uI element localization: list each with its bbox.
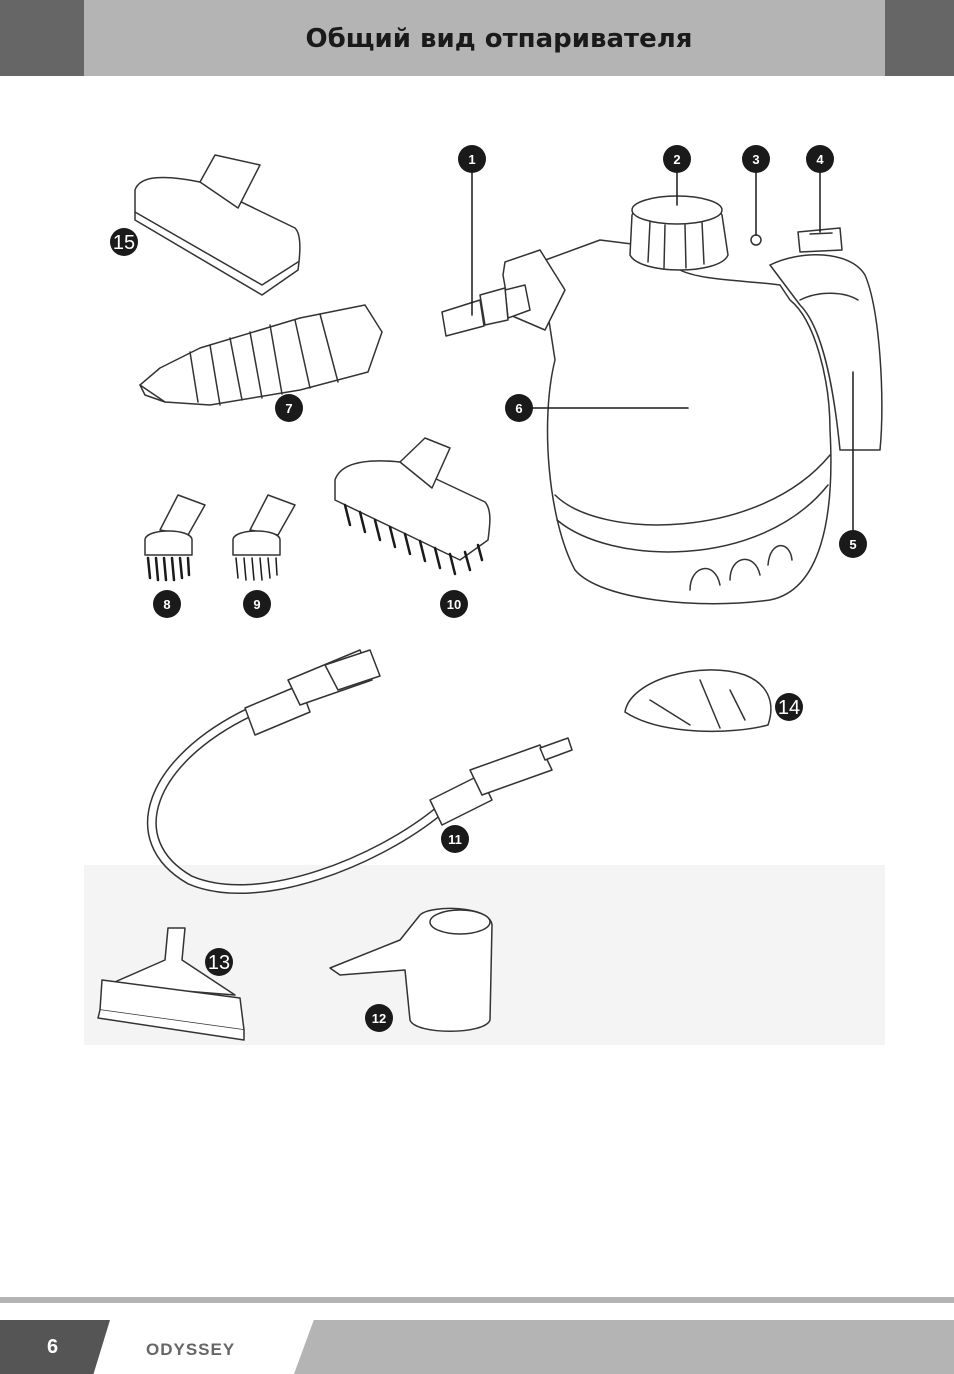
steamer-handle: [769, 254, 883, 451]
bendable-nozzle: [139, 304, 383, 406]
callout-14: 14: [775, 693, 803, 721]
header-left-block: [0, 0, 84, 76]
page-number: 6: [46, 1336, 59, 1358]
large-brush-attachment: [334, 437, 491, 576]
cloth-cover: [624, 669, 772, 733]
svg-text:2: 2: [673, 152, 680, 167]
header-bar: [84, 0, 885, 76]
round-brush-small-a: [144, 494, 206, 582]
callout-6: 6: [505, 394, 533, 422]
extension-hose: [146, 649, 573, 894]
footer-bar: [294, 1320, 954, 1374]
page-number-block: 6: [0, 1320, 110, 1374]
callout-15: 15: [110, 228, 138, 256]
measuring-cup: [329, 907, 493, 1032]
page-title: Общий вид отпаривателя: [305, 24, 693, 54]
svg-text:10: 10: [447, 597, 461, 612]
callout-12: 12: [365, 1004, 393, 1032]
callout-3: 3: [742, 145, 770, 173]
svg-text:5: 5: [849, 537, 856, 552]
window-squeegee: [97, 927, 245, 1041]
svg-text:1: 1: [468, 152, 475, 167]
leader-lines: [471, 169, 854, 533]
callout-10: 10: [440, 590, 468, 618]
page-header: Общий вид отпаривателя: [0, 0, 954, 76]
header-right-block: [885, 0, 954, 76]
svg-text:3: 3: [752, 152, 759, 167]
flat-brush-attachment: [134, 154, 301, 296]
callout-7: 7: [275, 394, 303, 422]
footer-divider: [0, 1297, 954, 1303]
steam-nozzle: [441, 249, 566, 337]
callout-5: 5: [839, 530, 867, 558]
svg-text:14: 14: [778, 697, 800, 719]
indicator-light: [750, 234, 762, 246]
svg-text:11: 11: [448, 832, 462, 847]
svg-text:12: 12: [372, 1011, 386, 1026]
callout-8: 8: [153, 590, 181, 618]
svg-text:15: 15: [113, 232, 135, 254]
callout-11: 11: [441, 825, 469, 853]
svg-text:9: 9: [253, 597, 260, 612]
svg-text:13: 13: [208, 952, 230, 974]
callout-9: 9: [243, 590, 271, 618]
steamer-body: [539, 239, 832, 605]
callout-1: 1: [458, 145, 486, 173]
brand-name: ODYSSEY: [146, 1340, 236, 1359]
svg-text:4: 4: [816, 152, 824, 167]
svg-text:8: 8: [163, 597, 170, 612]
svg-text:7: 7: [285, 401, 292, 416]
callout-4: 4: [806, 145, 834, 173]
callout-13: 13: [205, 948, 233, 976]
round-brush-small-b: [232, 494, 296, 581]
pressure-knob: [629, 195, 729, 271]
callout-2: 2: [663, 145, 691, 173]
svg-text:6: 6: [515, 401, 522, 416]
safety-button: [797, 227, 843, 253]
